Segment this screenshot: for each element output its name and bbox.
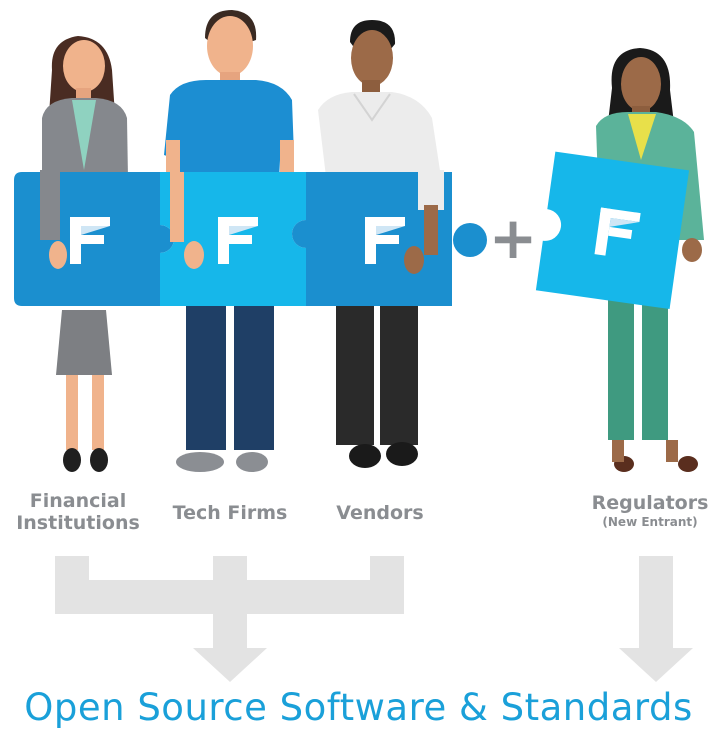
label-new-entrant: (New Entrant) xyxy=(602,515,698,529)
footer-title: Open Source Software & Standards xyxy=(24,686,693,729)
connector-bar xyxy=(55,580,404,614)
plus-icon: + xyxy=(489,204,538,272)
person-tech-firms xyxy=(164,10,294,472)
puzzle-tab xyxy=(453,223,487,257)
arrow-shaft-main xyxy=(213,614,247,649)
person-vendors xyxy=(318,20,446,468)
down-arrow-icon xyxy=(619,648,693,682)
down-arrow-icon xyxy=(193,648,267,682)
flow-connectors xyxy=(55,556,693,682)
label-financial-institutions: Financial Institutions xyxy=(16,490,140,534)
hand xyxy=(682,238,702,262)
label-tech-firms: Tech Firms xyxy=(172,502,288,524)
hands xyxy=(40,170,444,274)
puzzle-strip xyxy=(14,172,487,306)
label-regulators: Regulators (New Entrant) xyxy=(588,492,712,530)
label-vendors: Vendors xyxy=(336,502,424,524)
arrow-shaft-regulators xyxy=(639,556,673,649)
puzzle-piece-regulators xyxy=(535,151,690,310)
